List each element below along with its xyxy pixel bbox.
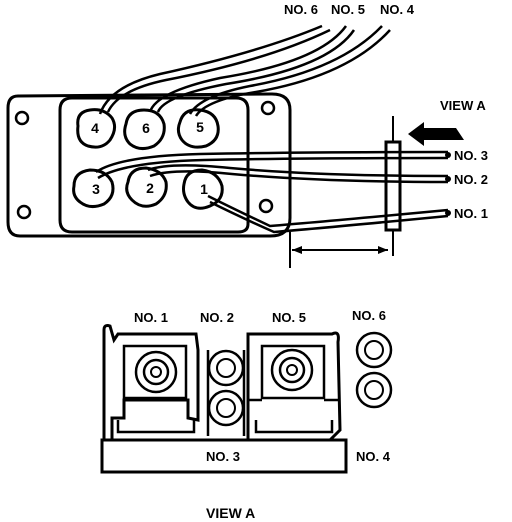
label-top-no5: NO. 5	[331, 2, 365, 17]
label-view-no5: NO. 5	[272, 310, 306, 325]
coil-5: 5	[176, 108, 220, 149]
label-view-no4: NO. 4	[356, 449, 391, 464]
label-view-no2: NO. 2	[200, 310, 234, 325]
coil-4: 4	[76, 108, 117, 149]
label-right-no1: NO. 1	[454, 206, 488, 221]
view-a-detail	[100, 324, 393, 474]
coil-6-label: 6	[142, 120, 150, 136]
label-top-no4: NO. 4	[380, 2, 415, 17]
coil-3: 3	[72, 168, 115, 209]
coil-3-label: 3	[92, 181, 100, 197]
upper-wires	[98, 24, 391, 117]
caption-view-a: VIEW A	[206, 505, 255, 521]
label-view-no3: NO. 3	[206, 449, 240, 464]
wire-holder-clamp	[384, 116, 402, 256]
label-right-no3: NO. 3	[454, 148, 488, 163]
label-view-a-top: VIEW A	[440, 98, 486, 113]
coil-housing	[58, 96, 250, 234]
label-view-no6: NO. 6	[352, 308, 386, 323]
coil-1-label: 1	[200, 181, 208, 197]
label-top-no6: NO. 6	[284, 2, 318, 17]
view-a-arrow	[408, 122, 464, 146]
coil-4-label: 4	[91, 120, 99, 136]
coil-terminals: 4 6 5 3 2 1	[72, 108, 224, 210]
dimension-line	[289, 232, 388, 268]
label-right-no2: NO. 2	[454, 172, 488, 187]
coil-6: 6	[123, 108, 166, 151]
coil-2-label: 2	[146, 180, 154, 196]
coil-1: 1	[182, 168, 224, 210]
coil-5-label: 5	[196, 119, 204, 135]
label-view-no1: NO. 1	[134, 310, 168, 325]
mounting-plate	[6, 92, 292, 238]
coil-2: 2	[125, 166, 168, 208]
